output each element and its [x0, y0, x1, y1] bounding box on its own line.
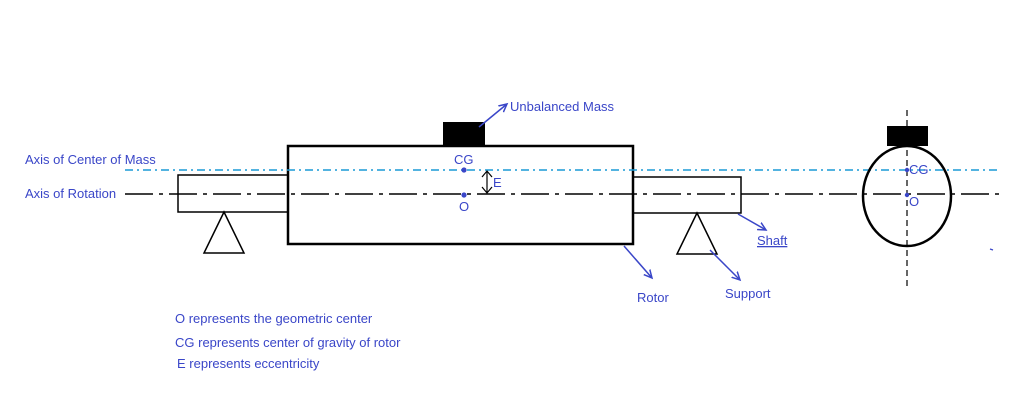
right-support-triangle [675, 211, 719, 255]
rotor-label: Rotor [637, 290, 669, 305]
end-view-unbalanced-mass [887, 126, 928, 146]
note-geometric-center: O represents the geometric center [175, 311, 373, 326]
axis-center-of-mass-label: Axis of Center of Mass [25, 152, 156, 167]
unbalanced-mass-leader [478, 104, 507, 128]
shaft-leader [737, 213, 766, 230]
note-eccentricity: E represents eccentricity [177, 356, 320, 371]
axis-of-rotation-label: Axis of Rotation [25, 186, 116, 201]
shaft-label: Shaft [757, 233, 788, 248]
rotor-body [286, 144, 635, 246]
cg-label: CG [454, 152, 474, 167]
cg-point [461, 167, 467, 173]
support-label: Support [725, 286, 771, 301]
end-view-cg-label: CG [909, 162, 929, 177]
o-point [461, 192, 467, 198]
rotor-leader [623, 245, 652, 278]
right-shaft [632, 176, 742, 214]
note-center-of-gravity: CG represents center of gravity of rotor [175, 335, 401, 350]
unbalanced-mass-block [443, 122, 485, 146]
unbalanced-mass-label: Unbalanced Mass [510, 99, 615, 114]
left-support-triangle [202, 210, 246, 254]
end-view-o-label: O [909, 194, 919, 209]
o-label: O [459, 199, 469, 214]
end-view-tick [989, 248, 994, 251]
support-leader [709, 249, 740, 280]
end-view-cg-point [904, 167, 910, 173]
e-label: E [493, 175, 502, 190]
end-view-o-point [904, 192, 910, 198]
